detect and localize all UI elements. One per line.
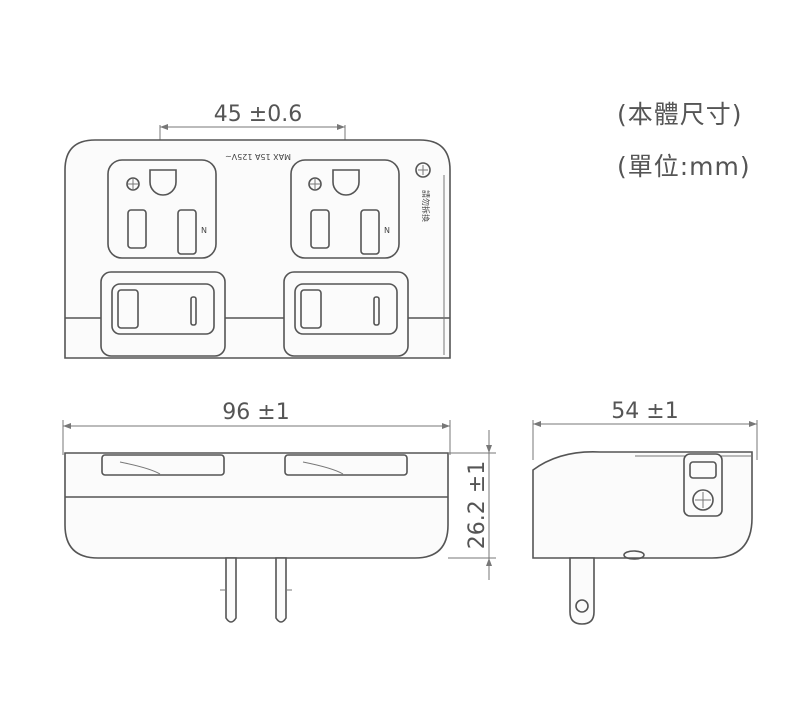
height-dim-label: 26.2 ±1 <box>465 461 490 549</box>
right-screw-icon <box>308 177 322 191</box>
left-neutral-mark: N <box>201 226 207 235</box>
ground-symbol-icon <box>415 162 431 178</box>
left-screw-icon <box>126 177 140 191</box>
side-prong <box>569 557 595 625</box>
side-screw-icon <box>692 489 714 511</box>
right-switch-button <box>294 283 398 335</box>
right-prong <box>275 557 287 623</box>
unit-note: (單位:mm) <box>617 152 751 181</box>
front-view: 45 ±0.6 MAX 15A 125V~ N N 請勿拆換 <box>64 102 451 359</box>
left-outlet <box>107 159 217 259</box>
left-hot-slot <box>127 209 147 249</box>
left-switch-button <box>111 283 215 335</box>
side-view: 54 ±1 <box>532 399 758 625</box>
right-neutral-mark: N <box>384 226 390 235</box>
rating-text: MAX 15A 125V~ <box>225 152 291 161</box>
width-dim-label: 96 ±1 <box>222 400 289 425</box>
right-neutral-slot <box>360 209 380 255</box>
side-prong-hole <box>575 599 589 613</box>
left-prong <box>225 557 237 623</box>
right-outlet <box>290 159 400 259</box>
side-label: 請勿拆換 <box>421 190 431 222</box>
right-hot-slot <box>310 209 330 249</box>
bottom-body <box>64 452 449 559</box>
left-switch-profile <box>101 454 225 476</box>
right-switch-profile <box>284 454 408 476</box>
depth-dim-label: 54 ±1 <box>611 399 678 424</box>
bottom-view: 96 ±1 26.2 ±1 <box>62 400 496 623</box>
side-notch <box>623 550 645 560</box>
left-neutral-slot <box>177 209 197 255</box>
left-switch-housing <box>100 271 226 357</box>
spacing-dim-label: 45 ±0.6 <box>214 102 302 127</box>
size-note: (本體尺寸) <box>617 100 743 129</box>
left-ground-slot <box>149 169 177 196</box>
right-switch-housing <box>283 271 409 357</box>
right-ground-slot <box>332 169 360 196</box>
